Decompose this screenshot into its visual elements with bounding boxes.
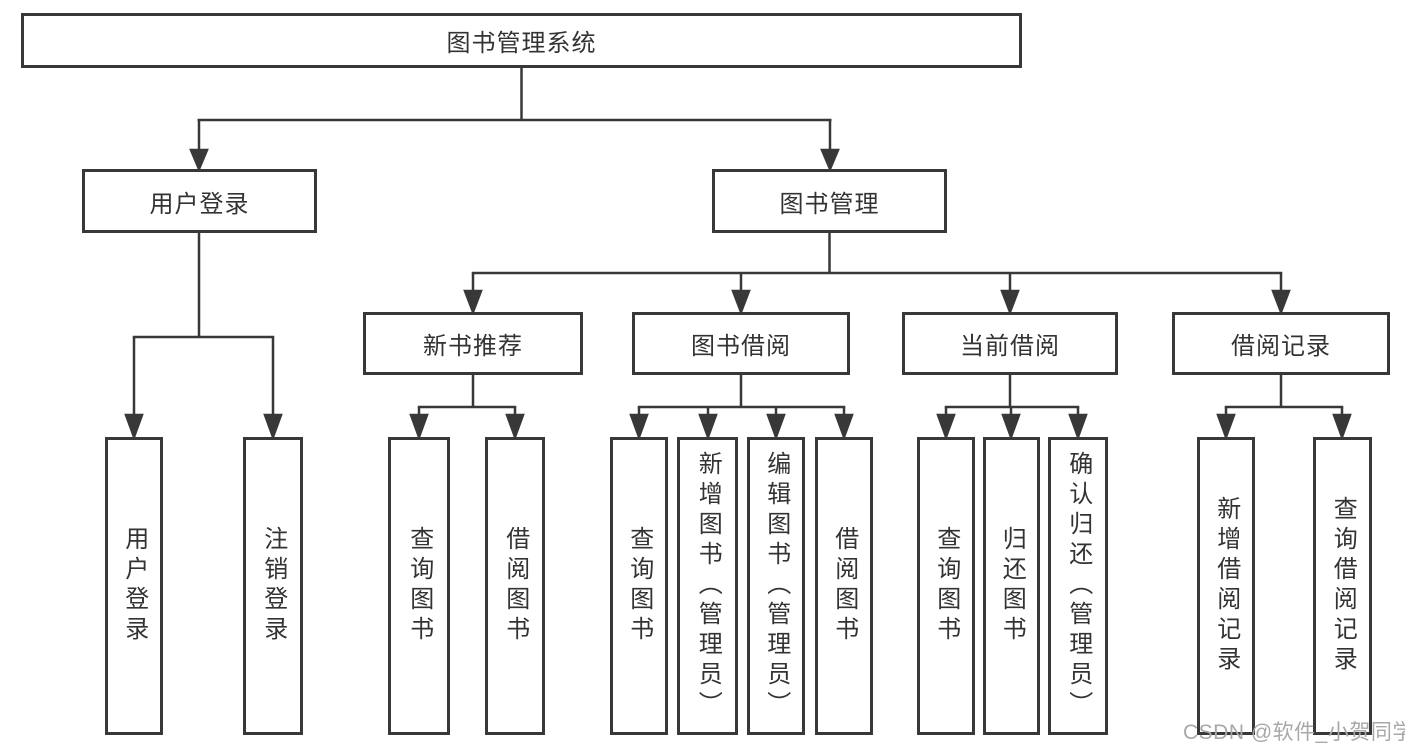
leaf-bb-edit-books-admin-label: 编辑图书（管理员）	[762, 451, 790, 721]
arrow-down-icon	[834, 413, 854, 441]
leaf-bb-add-books-admin: 新增图书（管理员）	[677, 437, 738, 735]
node-root-label: 图书管理系统	[446, 30, 597, 57]
leaf-user-login-label: 用户登录	[120, 526, 148, 646]
arrow-down-icon	[766, 413, 786, 441]
leaf-cb-confirm-return-admin-label: 确认归还（管理员）	[1064, 451, 1092, 721]
leaf-cb-query-books-label: 查询图书	[932, 526, 960, 646]
arrow-down-icon	[124, 413, 144, 441]
node-borrow-records: 借阅记录	[1172, 312, 1390, 375]
leaf-br-add-record-label: 新增借阅记录	[1212, 496, 1240, 676]
arrow-down-icon	[629, 413, 649, 441]
leaf-bb-borrow-books: 借阅图书	[815, 437, 873, 735]
arrow-down-icon	[263, 413, 283, 441]
leaf-bb-edit-books-admin: 编辑图书（管理员）	[747, 437, 805, 735]
arrow-down-icon	[189, 148, 209, 173]
leaf-br-query-record-label: 查询借阅记录	[1329, 496, 1357, 676]
node-book-management-label: 图书管理	[779, 190, 880, 218]
connector-group	[124, 66, 1352, 441]
leaf-nbr-query-books-label: 查询图书	[405, 526, 433, 646]
node-book-borrow: 图书借阅	[632, 312, 850, 375]
arrow-down-icon	[1216, 413, 1236, 441]
leaf-nbr-borrow-books: 借阅图书	[485, 437, 545, 735]
node-root: 图书管理系统	[21, 13, 1022, 68]
leaf-bb-borrow-books-label: 借阅图书	[830, 526, 858, 646]
arrow-down-icon	[1068, 413, 1088, 441]
arrow-down-icon	[1332, 413, 1352, 441]
leaf-cb-confirm-return-admin: 确认归还（管理员）	[1048, 437, 1108, 735]
node-borrow-records-label: 借阅记录	[1231, 333, 1331, 360]
leaf-bb-add-books-admin-label: 新增图书（管理员）	[694, 451, 722, 721]
node-user-login-label: 用户登录	[149, 190, 250, 218]
leaf-nbr-borrow-books-label: 借阅图书	[501, 526, 529, 646]
node-book-borrow-label: 图书借阅	[691, 333, 791, 360]
arrow-down-icon	[505, 413, 525, 441]
leaf-logout: 注销登录	[243, 437, 303, 735]
node-current-borrow-label: 当前借阅	[960, 333, 1060, 360]
node-current-borrow: 当前借阅	[902, 312, 1118, 375]
leaf-cb-return-books-label: 归还图书	[998, 526, 1026, 646]
node-new-book-recommend: 新书推荐	[363, 312, 583, 375]
leaf-cb-query-books: 查询图书	[917, 437, 975, 735]
arrow-down-icon	[409, 413, 429, 441]
arrow-down-icon	[731, 289, 751, 316]
leaf-user-login: 用户登录	[105, 437, 163, 735]
arrow-down-icon	[698, 413, 718, 441]
leaf-br-query-record: 查询借阅记录	[1313, 437, 1372, 735]
arrow-down-icon	[820, 148, 840, 173]
leaf-nbr-query-books: 查询图书	[388, 437, 450, 735]
node-new-book-recommend-label: 新书推荐	[423, 333, 523, 360]
watermark: CSDN @软件_小贺同学	[1183, 721, 1405, 744]
leaf-cb-return-books: 归还图书	[983, 437, 1040, 735]
leaf-logout-label: 注销登录	[259, 526, 287, 646]
leaf-bb-query-books-label: 查询图书	[625, 526, 653, 646]
leaf-br-add-record: 新增借阅记录	[1197, 437, 1255, 735]
arrow-down-icon	[463, 289, 483, 316]
arrow-down-icon	[1001, 413, 1021, 441]
arrow-down-icon	[1000, 289, 1020, 316]
arrow-down-icon	[936, 413, 956, 441]
node-book-management: 图书管理	[712, 169, 947, 233]
arrow-down-icon	[1271, 289, 1291, 316]
node-user-login: 用户登录	[82, 169, 317, 233]
leaf-bb-query-books: 查询图书	[610, 437, 668, 735]
